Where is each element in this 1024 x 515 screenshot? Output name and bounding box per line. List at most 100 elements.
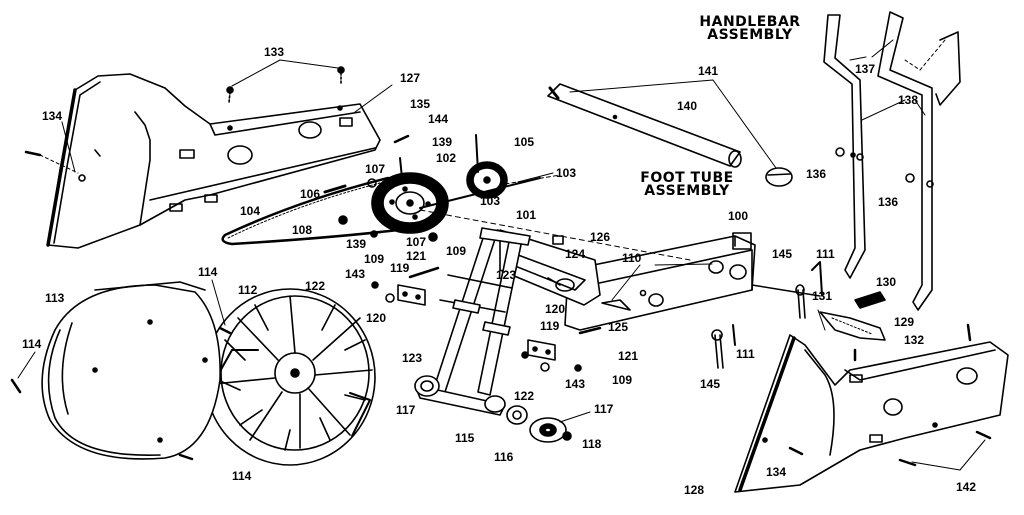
part-label-116: 116 (494, 450, 514, 464)
handlebar-title-line2: ASSEMBLY (707, 27, 793, 43)
part-label-136: 136 (806, 167, 827, 181)
part-label-109-c: 109 (612, 373, 633, 387)
screw-142 (900, 432, 990, 465)
part-label-132: 132 (904, 333, 925, 347)
leader-110 (612, 264, 712, 300)
part-label-103: 103 (556, 166, 577, 180)
pin-111-a (812, 262, 822, 295)
leader-131 (818, 310, 825, 330)
left-side-cover-127 (48, 74, 380, 248)
leader-117 (560, 412, 590, 422)
frame-rear (752, 285, 820, 296)
part-label-123: 123 (496, 268, 517, 282)
washer-136-b (906, 174, 914, 182)
chain-104 (223, 178, 398, 244)
bracket-120-b (483, 322, 510, 335)
nut-139 (371, 231, 377, 237)
part-label-103-b: 103 (480, 194, 501, 208)
pulley-102 (372, 173, 448, 233)
part-label-134-b: 134 (766, 465, 787, 479)
part-label-140: 140 (677, 99, 698, 113)
part-label-129: 129 (894, 315, 915, 329)
washer-143-b (541, 363, 549, 371)
strap-130 (855, 292, 885, 308)
part-label-139: 139 (432, 135, 453, 149)
part-label-122: 122 (305, 279, 326, 293)
foot-tube-title-line2: ASSEMBLY (644, 183, 730, 199)
foot-tube-assembly-title: FOOT TUBE ASSEMBLY (632, 170, 742, 199)
screw-132 (968, 325, 970, 340)
part-label-128: 128 (684, 483, 705, 497)
bolt-125 (602, 300, 630, 310)
part-label-135: 135 (410, 97, 431, 111)
part-label-111-b: 111 (736, 347, 755, 361)
bolt-107 (400, 158, 402, 178)
part-label-125: 125 (608, 320, 629, 334)
handlebar-title-line1: HANDLEBAR (699, 14, 801, 30)
leader-133 (232, 60, 338, 86)
part-label-123-b: 123 (402, 351, 423, 365)
part-label-107-b: 107 (406, 235, 427, 249)
part-label-126: 126 (590, 230, 611, 244)
leader-142 (912, 440, 985, 470)
part-label-138: 138 (898, 93, 919, 107)
bolt-144 (476, 135, 478, 172)
axle-103 (420, 178, 540, 208)
screw-134 (26, 152, 78, 173)
nut-108 (339, 216, 347, 224)
foot-tube-title-line1: FOOT TUBE (640, 170, 734, 186)
part-label-117-b: 117 (594, 402, 614, 416)
main-frame-100 (530, 233, 755, 330)
nut-109 (429, 233, 437, 241)
leader-114-a (212, 280, 225, 325)
nut-109-b (372, 282, 378, 288)
stabilizer-base (415, 376, 505, 415)
leader-137 (850, 40, 893, 60)
washer-136-a (836, 148, 844, 156)
wheel-117 (530, 418, 566, 442)
pin-145-b (712, 330, 723, 368)
part-label-145: 145 (772, 247, 793, 261)
axle-line (505, 175, 560, 184)
leader-134 (62, 122, 75, 172)
bracket-119-a (398, 285, 425, 305)
part-label-113: 113 (45, 291, 65, 305)
handlebar-137-138 (824, 12, 960, 310)
part-label-105: 105 (514, 135, 535, 149)
part-label-110: 110 (622, 251, 642, 265)
pedal-129 (820, 312, 885, 340)
screw-114-a (220, 328, 230, 333)
part-label-143-b: 143 (565, 377, 586, 391)
screw-133-b (338, 67, 344, 84)
part-label-104: 104 (240, 204, 261, 218)
screw-133-a (227, 87, 233, 103)
sprocket-105 (467, 162, 507, 198)
nut-122 (522, 352, 528, 358)
part-label-130: 130 (876, 275, 897, 289)
pin-111-b (733, 325, 735, 345)
leader-141 (570, 80, 776, 168)
part-label-127: 127 (400, 71, 421, 85)
end-cap-141 (766, 168, 792, 186)
part-label-142: 142 (956, 480, 977, 494)
pin-145-a (796, 285, 805, 318)
screw-134-b (790, 448, 802, 454)
part-label-139-b: 139 (346, 237, 367, 251)
part-label-143: 143 (345, 267, 366, 281)
bolt-121 (410, 268, 438, 277)
screw-114-b (12, 380, 20, 392)
part-label-114: 114 (198, 265, 218, 279)
part-label-106: 106 (300, 187, 321, 201)
part-label-145-b: 145 (700, 377, 721, 391)
part-label-124: 124 (565, 247, 586, 261)
part-label-120: 120 (366, 311, 387, 325)
leader-138 (862, 100, 925, 120)
washer-143 (386, 294, 394, 302)
leader-127 (355, 85, 392, 112)
fan-wheel-112 (205, 289, 375, 465)
bolt-135 (395, 136, 408, 142)
part-label-107: 107 (365, 162, 386, 176)
leader-114-b (18, 352, 35, 378)
handlebar-tube-140 (548, 84, 741, 167)
